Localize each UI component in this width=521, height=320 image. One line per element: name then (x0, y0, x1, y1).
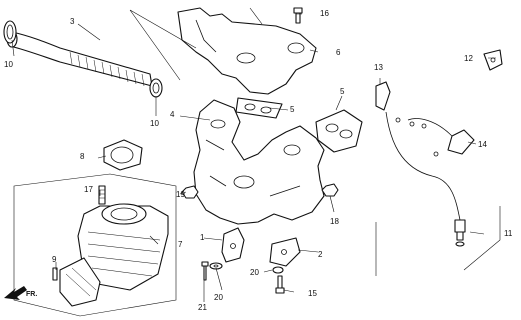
callout-10-right: 10 (150, 119, 159, 128)
callout-10-left: 10 (4, 60, 13, 69)
callout-9: 9 (52, 255, 57, 264)
breather-hose (6, 30, 153, 87)
catalytic-converter (13, 173, 177, 317)
oxygen-sensor (454, 219, 466, 247)
callout-4: 4 (170, 110, 175, 119)
bolt-15 (275, 275, 285, 294)
nut-19 (181, 185, 199, 199)
manifold-gasket-upper (235, 97, 283, 119)
exhaust-stud (52, 267, 58, 281)
wire-clip-13 (375, 81, 391, 111)
manifold-bracket (221, 227, 245, 263)
callout-12: 12 (464, 54, 473, 63)
callout-6: 6 (336, 48, 341, 57)
converter-gasket (103, 139, 143, 171)
exhaust-manifold (193, 99, 325, 225)
front-direction-label: FR. (26, 291, 37, 298)
callout-18: 18 (330, 217, 339, 226)
bolt-21 (201, 261, 209, 281)
callout-8: 8 (80, 152, 85, 161)
callout-13: 13 (374, 63, 383, 72)
hose-clamp-left (3, 20, 17, 44)
callout-15: 15 (308, 289, 317, 298)
callout-7: 7 (178, 240, 183, 249)
callout-5-right: 5 (340, 87, 345, 96)
callout-20-right: 20 (250, 268, 259, 277)
callout-16: 16 (320, 9, 329, 18)
upper-heat-shield (177, 7, 317, 95)
bolt-16 (293, 7, 303, 24)
washer-20-right (272, 266, 284, 274)
callout-3: 3 (70, 17, 75, 26)
callout-17: 17 (84, 185, 93, 194)
callout-2: 2 (318, 250, 323, 259)
callout-21: 21 (198, 303, 207, 312)
nut-18 (321, 183, 339, 197)
callout-5-upper: 5 (290, 105, 295, 114)
support-bracket (269, 237, 301, 267)
front-direction-arrow (4, 286, 27, 300)
flange-gasket-right (315, 109, 363, 153)
callout-1: 1 (200, 233, 205, 242)
wire-clip-12 (483, 49, 503, 71)
callout-14: 14 (478, 140, 487, 149)
callout-20-lower: 20 (214, 293, 223, 302)
hose-clamp-right (149, 78, 163, 98)
callout-11: 11 (504, 229, 513, 238)
oxygen-sensor-wire (385, 111, 461, 221)
callout-19: 19 (176, 190, 185, 199)
sensor-connector-14 (447, 129, 475, 155)
